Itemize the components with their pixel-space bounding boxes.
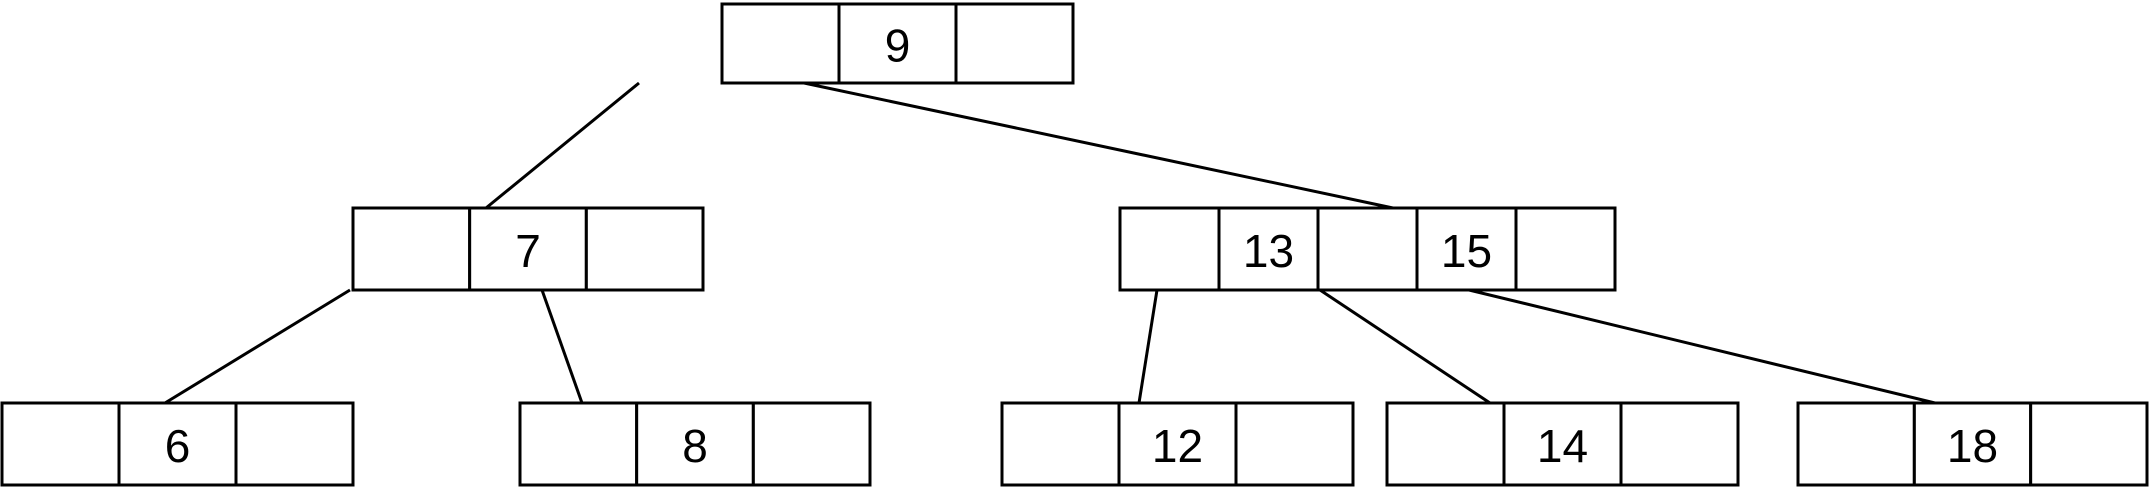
tree-node-leaf-6[interactable]: 6 (0, 401, 355, 487)
node-cell-leaf-18-2[interactable] (2029, 401, 2149, 487)
edge-root-to-7 (485, 81, 640, 210)
node-cell-internal-left-2[interactable] (584, 206, 705, 292)
node-cell-internal-right-2[interactable] (1316, 206, 1419, 292)
node-cell-root-2[interactable] (954, 2, 1075, 85)
edge-7-to-8 (540, 289, 584, 404)
edge-13-to-14 (1319, 288, 1491, 405)
node-cell-root-0[interactable] (720, 2, 841, 85)
node-cell-leaf-8-2[interactable] (751, 401, 872, 487)
node-cell-root-1[interactable] (837, 2, 958, 85)
node-cell-leaf-18-1[interactable] (1912, 401, 2033, 487)
node-cell-leaf-8-0[interactable] (518, 401, 639, 487)
edge-13-to-12 (1137, 289, 1159, 404)
node-key-leaf-14-1: 14 (1537, 420, 1588, 472)
node-cell-internal-right-4[interactable] (1514, 206, 1617, 292)
tree-node-leaf-18[interactable]: 18 (1796, 401, 2149, 487)
tree-node-leaf-12[interactable]: 12 (1000, 401, 1355, 487)
tree-node-leaf-14[interactable]: 14 (1385, 401, 1740, 487)
node-cell-leaf-6-1[interactable] (117, 401, 238, 487)
node-key-leaf-8-1: 8 (682, 420, 708, 472)
node-cell-leaf-18-0[interactable] (1796, 401, 1916, 487)
node-key-internal-right-3: 15 (1441, 225, 1492, 277)
node-key-root-1: 9 (885, 20, 911, 72)
node-cell-leaf-12-2[interactable] (1234, 401, 1355, 487)
node-cell-internal-left-1[interactable] (468, 206, 588, 292)
node-key-leaf-12-1: 12 (1152, 420, 1203, 472)
tree-node-root[interactable]: 9 (720, 2, 1075, 85)
node-key-leaf-6-1: 6 (165, 420, 191, 472)
node-key-internal-right-1: 13 (1243, 225, 1294, 277)
node-cell-leaf-8-1[interactable] (635, 401, 755, 487)
node-cell-internal-right-3[interactable] (1415, 206, 1518, 292)
edge-15-to-18 (1468, 288, 1936, 405)
node-key-internal-left-1: 7 (515, 225, 541, 277)
node-key-leaf-18-1: 18 (1947, 420, 1998, 472)
edge-7-to-6 (164, 288, 351, 405)
node-cell-leaf-14-2[interactable] (1619, 401, 1740, 487)
node-cell-leaf-6-0[interactable] (0, 401, 121, 487)
node-cell-leaf-12-0[interactable] (1000, 401, 1121, 487)
node-cell-leaf-6-2[interactable] (234, 401, 355, 487)
edge-root-to-13 (803, 81, 1394, 210)
node-cell-internal-left-0[interactable] (351, 206, 472, 292)
tree-node-internal-right[interactable]: 13 15 (1118, 206, 1617, 292)
node-cell-internal-right-0[interactable] (1118, 206, 1221, 292)
tree-edges-group (164, 81, 1936, 405)
tree-node-internal-left[interactable]: 7 (351, 206, 705, 292)
tree-node-leaf-8[interactable]: 8 (518, 401, 872, 487)
node-cell-internal-right-1[interactable] (1217, 206, 1320, 292)
node-cell-leaf-14-0[interactable] (1385, 401, 1506, 487)
